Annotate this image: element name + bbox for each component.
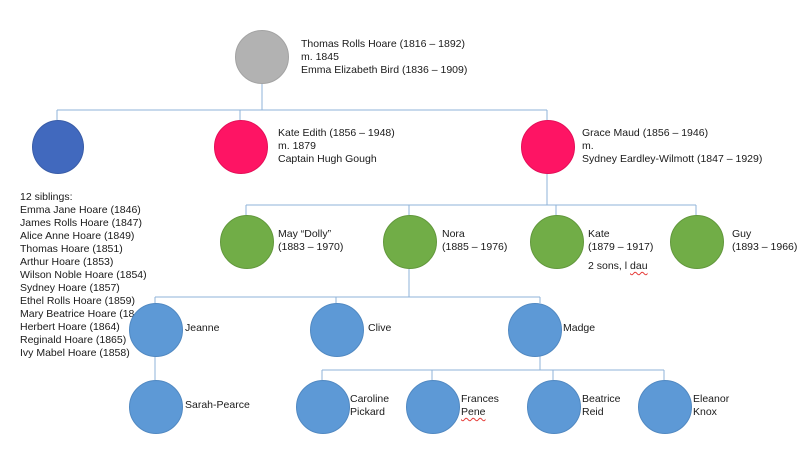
siblings-list: 12 siblings: Emma Jane Hoare (1846) Jame… xyxy=(20,191,147,360)
kate-note-misspelled: dau xyxy=(630,260,648,272)
sibling-item: Alice Anne Hoare (1849) xyxy=(20,230,135,242)
frances-line-2: Pene xyxy=(461,406,486,418)
node-kate-edith xyxy=(214,120,268,174)
sibling-item: Reginald Hoare (1865) xyxy=(20,334,127,346)
kate-note: 2 sons, l dau xyxy=(588,260,648,273)
node-sarah-pearce xyxy=(129,380,183,434)
sibling-item: Herbert Hoare (1864) xyxy=(20,321,120,333)
siblings-heading: 12 siblings: xyxy=(20,191,73,203)
grace-maud-line-1: Grace Maud (1856 – 1946) xyxy=(582,127,709,139)
root-line-3: Emma Elizabeth Bird (1836 – 1909) xyxy=(301,64,468,76)
label-thomas-rolls-hoare: Thomas Rolls Hoare (1816 – 1892) m. 1845… xyxy=(301,38,467,77)
eleanor-line-1: Eleanor xyxy=(693,393,730,405)
label-may-dolly: May “Dolly” (1883 – 1970) xyxy=(278,228,343,254)
kate-note-text: 2 sons, l xyxy=(588,260,631,272)
node-guy xyxy=(670,215,724,269)
node-clive xyxy=(310,303,364,357)
node-unnamed xyxy=(32,120,84,174)
label-nora: Nora (1885 – 1976) xyxy=(442,228,507,254)
may-line-1: May “Dolly” xyxy=(278,228,332,240)
guy-line-2: (1893 – 1966) xyxy=(732,241,798,253)
guy-line-1: Guy xyxy=(732,228,752,240)
nora-line-2: (1885 – 1976) xyxy=(442,241,508,253)
root-line-2: m. 1845 xyxy=(301,51,339,63)
label-frances-pene: Frances Pene xyxy=(461,393,499,419)
sibling-item: Mary Beatrice Hoare (18 xyxy=(20,308,135,320)
frances-line-1: Frances xyxy=(461,393,499,405)
sibling-item: Ivy Mabel Hoare (1858) xyxy=(20,347,130,359)
sibling-item: Wilson Noble Hoare (1854) xyxy=(20,269,147,281)
grace-maud-line-2: m. xyxy=(582,140,594,152)
kate-line-1: Kate xyxy=(588,228,610,240)
sibling-item: Ethel Rolls Hoare (1859) xyxy=(20,295,135,307)
label-guy: Guy (1893 – 1966) xyxy=(732,228,797,254)
kate-line-2: (1879 – 1917) xyxy=(588,241,654,253)
node-beatrice-reid xyxy=(527,380,581,434)
node-may-dolly xyxy=(220,215,274,269)
caroline-line-2: Pickard xyxy=(350,406,386,418)
may-line-2: (1883 – 1970) xyxy=(278,241,344,253)
label-beatrice-reid: Beatrice Reid xyxy=(582,393,621,419)
sibling-item: Emma Jane Hoare (1846) xyxy=(20,204,141,216)
node-grace-maud xyxy=(521,120,575,174)
label-jeanne: Jeanne xyxy=(185,322,220,334)
node-thomas-rolls-hoare xyxy=(235,30,289,84)
label-grace-maud: Grace Maud (1856 – 1946) m. Sydney Eardl… xyxy=(582,127,762,166)
root-line-1: Thomas Rolls Hoare (1816 – 1892) xyxy=(301,38,466,50)
beatrice-line-1: Beatrice xyxy=(582,393,621,405)
node-eleanor-knox xyxy=(638,380,692,434)
label-clive: Clive xyxy=(368,322,392,334)
beatrice-line-2: Reid xyxy=(582,406,604,418)
eleanor-line-2: Knox xyxy=(693,406,717,418)
label-sarah-pearce: Sarah-Pearce xyxy=(185,399,250,411)
kate-edith-line-3: Captain Hugh Gough xyxy=(278,153,377,165)
sibling-item: Sydney Hoare (1857) xyxy=(20,282,120,294)
kate-edith-line-1: Kate Edith (1856 – 1948) xyxy=(278,127,395,139)
node-jeanne xyxy=(129,303,183,357)
nora-line-1: Nora xyxy=(442,228,465,240)
sibling-item: James Rolls Hoare (1847) xyxy=(20,217,142,229)
label-eleanor-knox: Eleanor Knox xyxy=(693,393,729,419)
label-madge: Madge xyxy=(563,322,596,334)
caroline-line-1: Caroline xyxy=(350,393,390,405)
kate-edith-line-2: m. 1879 xyxy=(278,140,316,152)
node-madge xyxy=(508,303,562,357)
sibling-item: Thomas Hoare (1851) xyxy=(20,243,123,255)
label-kate: Kate (1879 – 1917) xyxy=(588,228,653,254)
grace-maud-line-3: Sydney Eardley-Wilmott (1847 – 1929) xyxy=(582,153,763,165)
node-caroline-pickard xyxy=(296,380,350,434)
node-nora xyxy=(383,215,437,269)
label-kate-edith: Kate Edith (1856 – 1948) m. 1879 Captain… xyxy=(278,127,395,166)
label-caroline-pickard: Caroline Pickard xyxy=(350,393,389,419)
node-frances-pene xyxy=(406,380,460,434)
sibling-item: Arthur Hoare (1853) xyxy=(20,256,114,268)
node-kate xyxy=(530,215,584,269)
